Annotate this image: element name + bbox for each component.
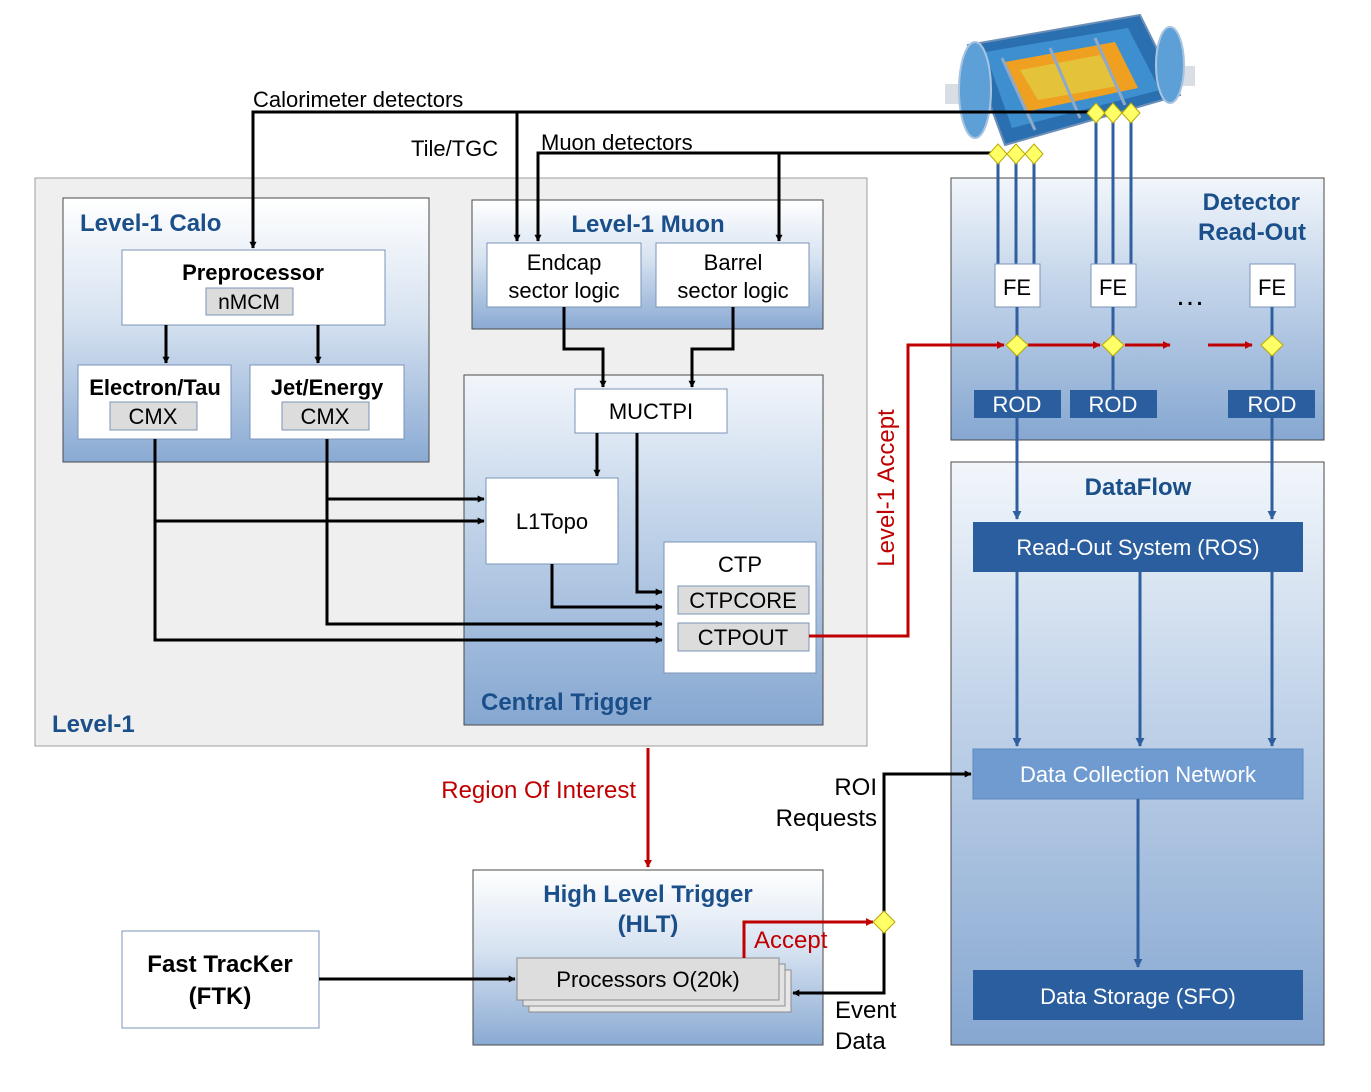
fe-label-1: FE <box>1003 275 1031 300</box>
ftk-label-1: Fast TracKer <box>147 951 292 978</box>
barrel-sector-logic-box <box>655 242 810 308</box>
red-connectors <box>644 341 1253 958</box>
diamond-calo-1 <box>1086 102 1106 124</box>
cmx-box-et <box>109 401 198 431</box>
event-data-label-2: Data <box>835 1028 886 1055</box>
endcap-sector-logic-box <box>486 242 642 308</box>
diamond-calo-2 <box>1103 102 1123 124</box>
rod-label-1: ROD <box>993 392 1042 417</box>
processors-box <box>516 957 780 1001</box>
l1topo-to-ctpcore <box>550 564 663 611</box>
cmx-box-je <box>281 401 370 431</box>
electron-tau-label: Electron/Tau <box>89 375 221 400</box>
event-data-line <box>792 922 886 997</box>
ctp-label: CTP <box>718 552 762 577</box>
ctpout-box <box>677 622 810 652</box>
rod-box-2 <box>1070 390 1157 418</box>
diamond-fe-1 <box>1005 334 1029 357</box>
ctpout-label: CTPOUT <box>698 625 788 650</box>
dataflow-title: DataFlow <box>1085 474 1192 501</box>
diamond-hlt <box>872 910 896 934</box>
endcap-label-1: Endcap <box>527 250 602 275</box>
ftk-label-2: (FTK) <box>189 983 252 1010</box>
sfo-label: Data Storage (SFO) <box>1040 984 1236 1009</box>
diamond-fe-2 <box>1101 334 1125 357</box>
detector-readout-title-1: Detector <box>1203 189 1300 216</box>
central-trigger-title: Central Trigger <box>481 689 652 716</box>
diamond-muon-2 <box>1006 143 1026 165</box>
cmx-label-je: CMX <box>301 404 350 429</box>
event-data-label-1: Event <box>835 997 897 1024</box>
detector-readout-title-2: Read-Out <box>1198 219 1306 246</box>
preprocessor-label: Preprocessor <box>182 260 324 285</box>
sfo-box <box>973 970 1303 1020</box>
roi-requests-label-1: ROI <box>834 774 877 801</box>
ctpcore-box <box>677 585 810 615</box>
diamond-muon-1 <box>988 143 1008 165</box>
level1-calo-title: Level-1 Calo <box>80 210 221 237</box>
barrel-label-2: sector logic <box>677 278 788 303</box>
endcap-to-muctpi <box>562 307 607 388</box>
fe-ellipsis: … <box>1175 279 1205 312</box>
cmx-label-et: CMX <box>129 404 178 429</box>
level1-title: Level-1 <box>52 711 135 738</box>
roi-request-line <box>882 770 972 922</box>
nmcm-label: nMCM <box>218 291 280 314</box>
roi-label: Region Of Interest <box>441 777 636 804</box>
dcn-box <box>972 748 1304 800</box>
hlt-title-2: (HLT) <box>618 911 679 938</box>
processors-label: Processors O(20k) <box>556 967 739 992</box>
ros-box <box>973 522 1303 572</box>
ftk-box <box>121 930 320 1029</box>
tile-tgc-label: Tile/TGC <box>411 136 498 161</box>
rod-label-3: ROD <box>1248 392 1297 417</box>
muctpi-label: MUCTPI <box>609 399 693 424</box>
nmcm-box <box>205 287 294 316</box>
et-to-ctpout <box>153 521 663 644</box>
l1topo-label: L1Topo <box>516 509 588 534</box>
l1-accept-line <box>809 341 1005 638</box>
barrel-label-1: Barrel <box>704 250 763 275</box>
detector-to-fe-lines <box>996 112 1133 264</box>
dataflow-arrows <box>1012 418 1277 968</box>
connector-lines <box>153 110 1096 997</box>
diamond-calo-3 <box>1121 102 1141 124</box>
rod-label-2: ROD <box>1089 392 1138 417</box>
diamond-nodes <box>872 102 1284 934</box>
l1topo-box <box>485 477 619 565</box>
level1-muon-title: Level-1 Muon <box>571 211 724 238</box>
ctpcore-label: CTPCORE <box>689 588 797 613</box>
muon-line <box>534 151 998 242</box>
rod-box-1 <box>974 390 1061 418</box>
endcap-label-2: sector logic <box>508 278 619 303</box>
level1-accept-label: Level-1 Accept <box>873 409 900 567</box>
fe-label-3: FE <box>1258 275 1286 300</box>
hlt-title-1: High Level Trigger <box>543 881 752 908</box>
roi-requests-label-2: Requests <box>776 805 877 832</box>
calorimeter-label: Calorimeter detectors <box>253 87 463 112</box>
muctpi-to-ctpcore <box>635 433 663 596</box>
accept-label: Accept <box>754 927 828 954</box>
rod-box-3 <box>1228 390 1315 418</box>
calorimeter-line <box>249 110 1096 249</box>
fe-box-3 <box>1249 263 1296 308</box>
diamond-muon-3 <box>1024 143 1044 165</box>
fe-label-2: FE <box>1099 275 1127 300</box>
diamond-fe-3 <box>1260 334 1284 357</box>
atlas-detector-image <box>945 13 1195 147</box>
fe-box-2 <box>1090 263 1137 308</box>
accept-line <box>742 918 874 958</box>
dcn-label: Data Collection Network <box>1020 762 1257 787</box>
muon-label: Muon detectors <box>541 130 693 155</box>
je-to-ctpout <box>325 499 663 628</box>
ros-label: Read-Out System (ROS) <box>1016 535 1259 560</box>
muctpi-box <box>574 388 728 434</box>
jet-energy-label: Jet/Energy <box>271 375 384 400</box>
barrel-to-muctpi <box>688 307 735 388</box>
